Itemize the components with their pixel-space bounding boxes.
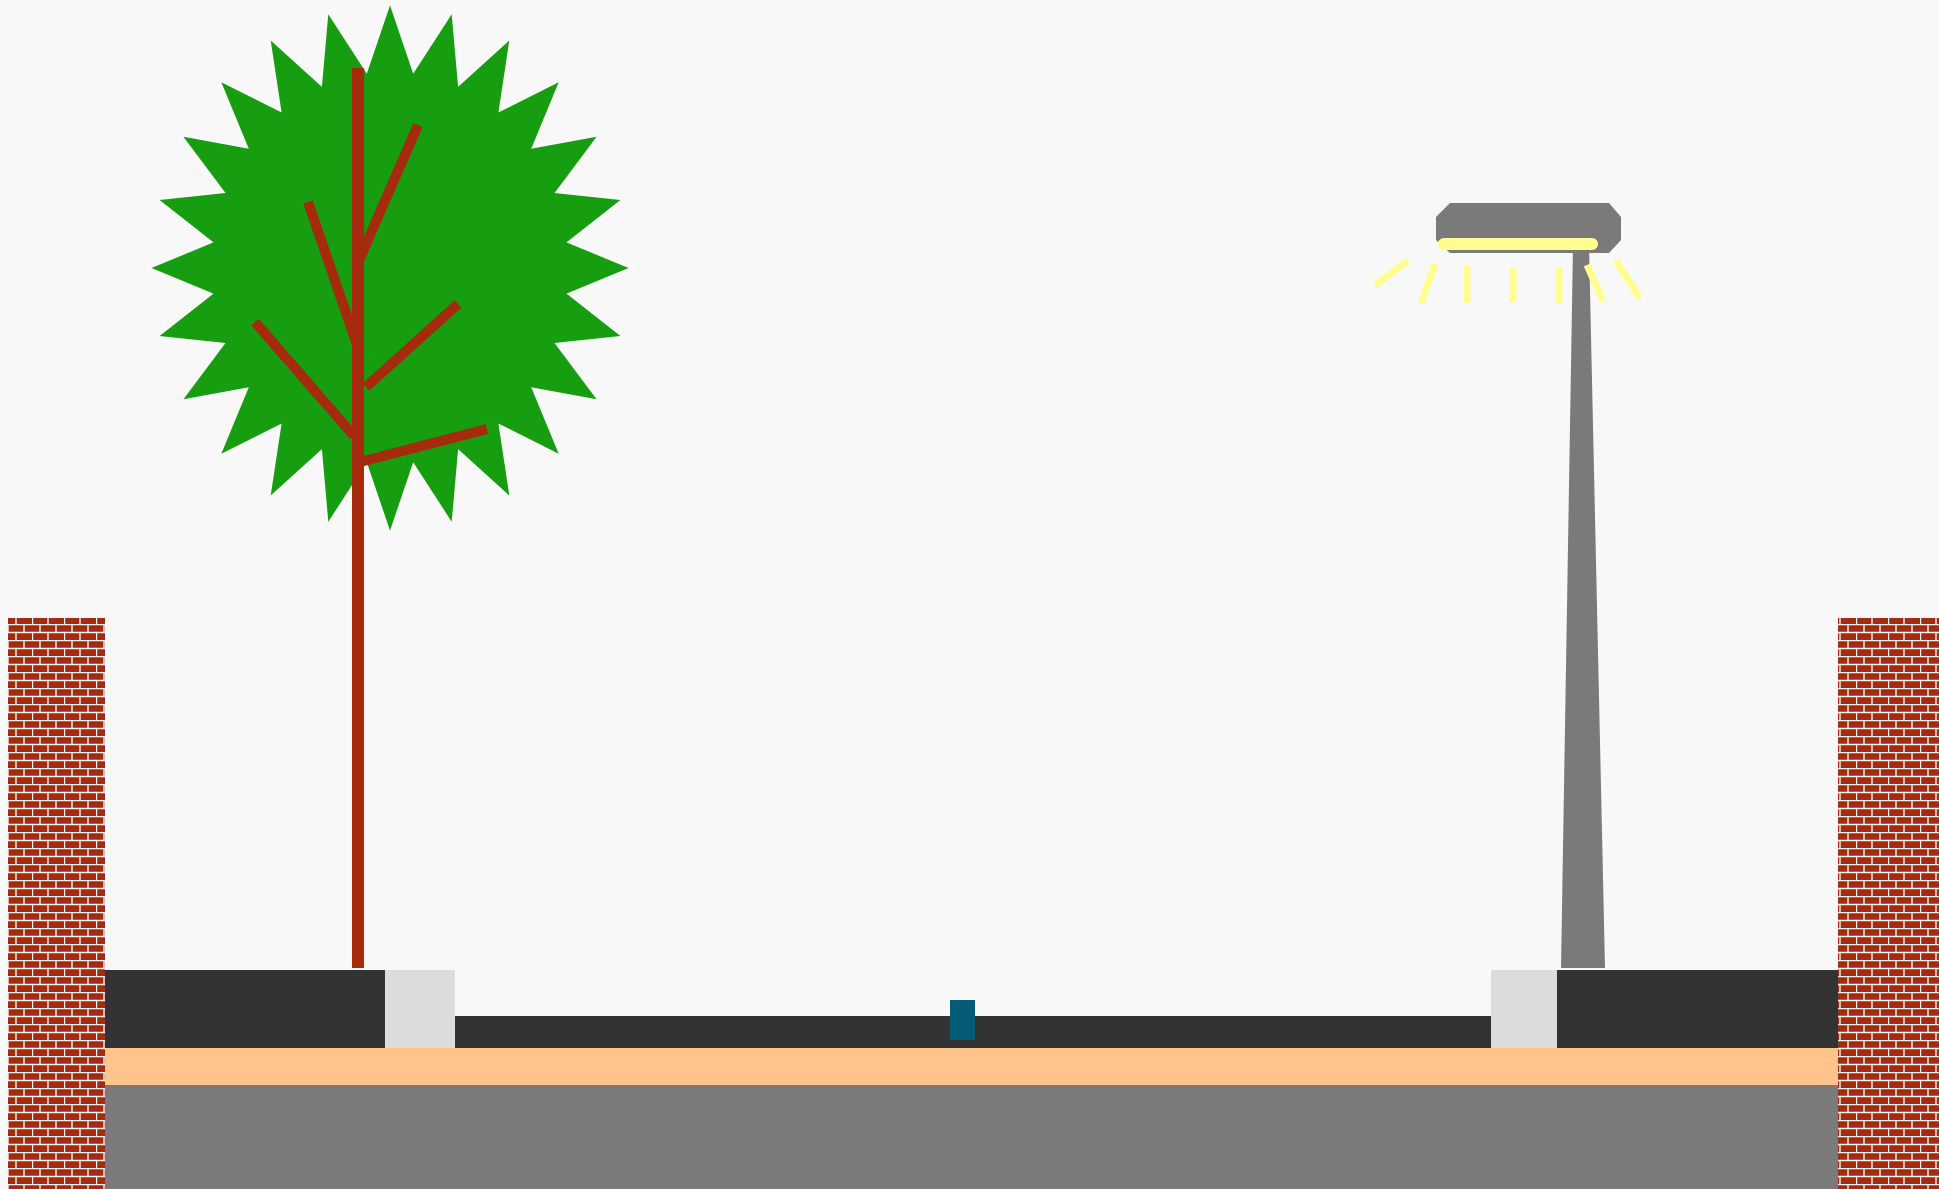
brick-wall-right	[1838, 618, 1939, 1189]
sidewalk-right	[1557, 970, 1838, 1048]
lane-marker	[950, 1000, 975, 1040]
sand-layer	[105, 1048, 1838, 1085]
curb-left	[385, 970, 455, 1048]
brick-wall-left	[8, 618, 105, 1189]
curb-right	[1491, 970, 1557, 1048]
sidewalk-left	[105, 970, 385, 1048]
gravel-layer	[105, 1085, 1838, 1189]
